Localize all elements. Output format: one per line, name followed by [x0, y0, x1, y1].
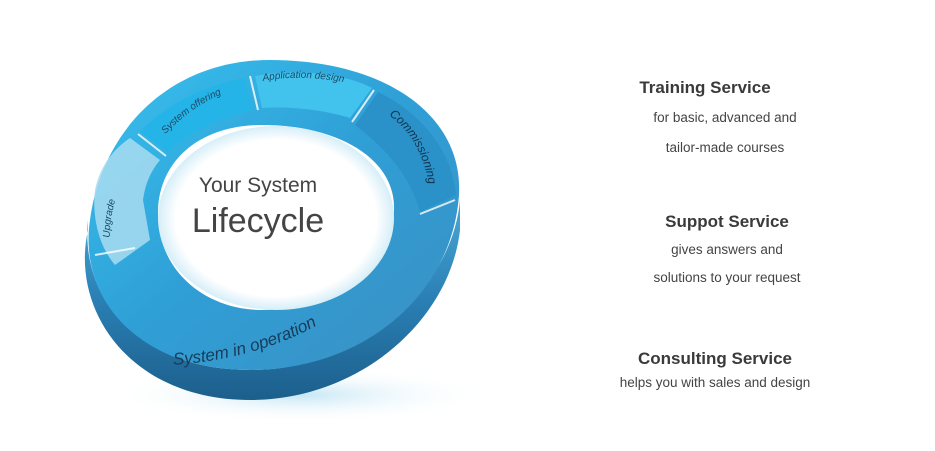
segment-commissioning: [355, 92, 456, 212]
training-service: Training Service for basic, advanced and…: [600, 78, 810, 158]
consulting-service-desc-1: helps you with sales and design: [619, 375, 811, 390]
ring-hole: [158, 126, 394, 310]
ring-side: [84, 200, 461, 400]
support-service-desc-1: gives answers and: [671, 242, 783, 257]
segment-application-design: [255, 72, 372, 118]
consulting-service: Consulting Service helps you with sales …: [585, 349, 845, 393]
training-service-title: Training Service: [639, 78, 771, 97]
support-service-title: Suppot Service: [665, 212, 789, 231]
consulting-service-title: Consulting Service: [638, 349, 792, 368]
support-service-desc-2: solutions to your request: [653, 270, 801, 285]
center-line1: Your System: [199, 174, 317, 197]
lifecycle-diagram: Your System Lifecycle System offering Ap…: [84, 60, 490, 423]
label-application-design: Application design: [261, 70, 346, 86]
training-service-desc-2: tailor-made courses: [665, 140, 785, 155]
segment-upgrade: [94, 138, 160, 265]
center-line2: Lifecycle: [192, 202, 324, 240]
segment-separators: [94, 75, 456, 256]
training-service-desc-1: for basic, advanced and: [653, 110, 797, 125]
support-service: Suppot Service gives answers and solutio…: [612, 212, 842, 288]
segment-system-offering: [140, 78, 252, 152]
